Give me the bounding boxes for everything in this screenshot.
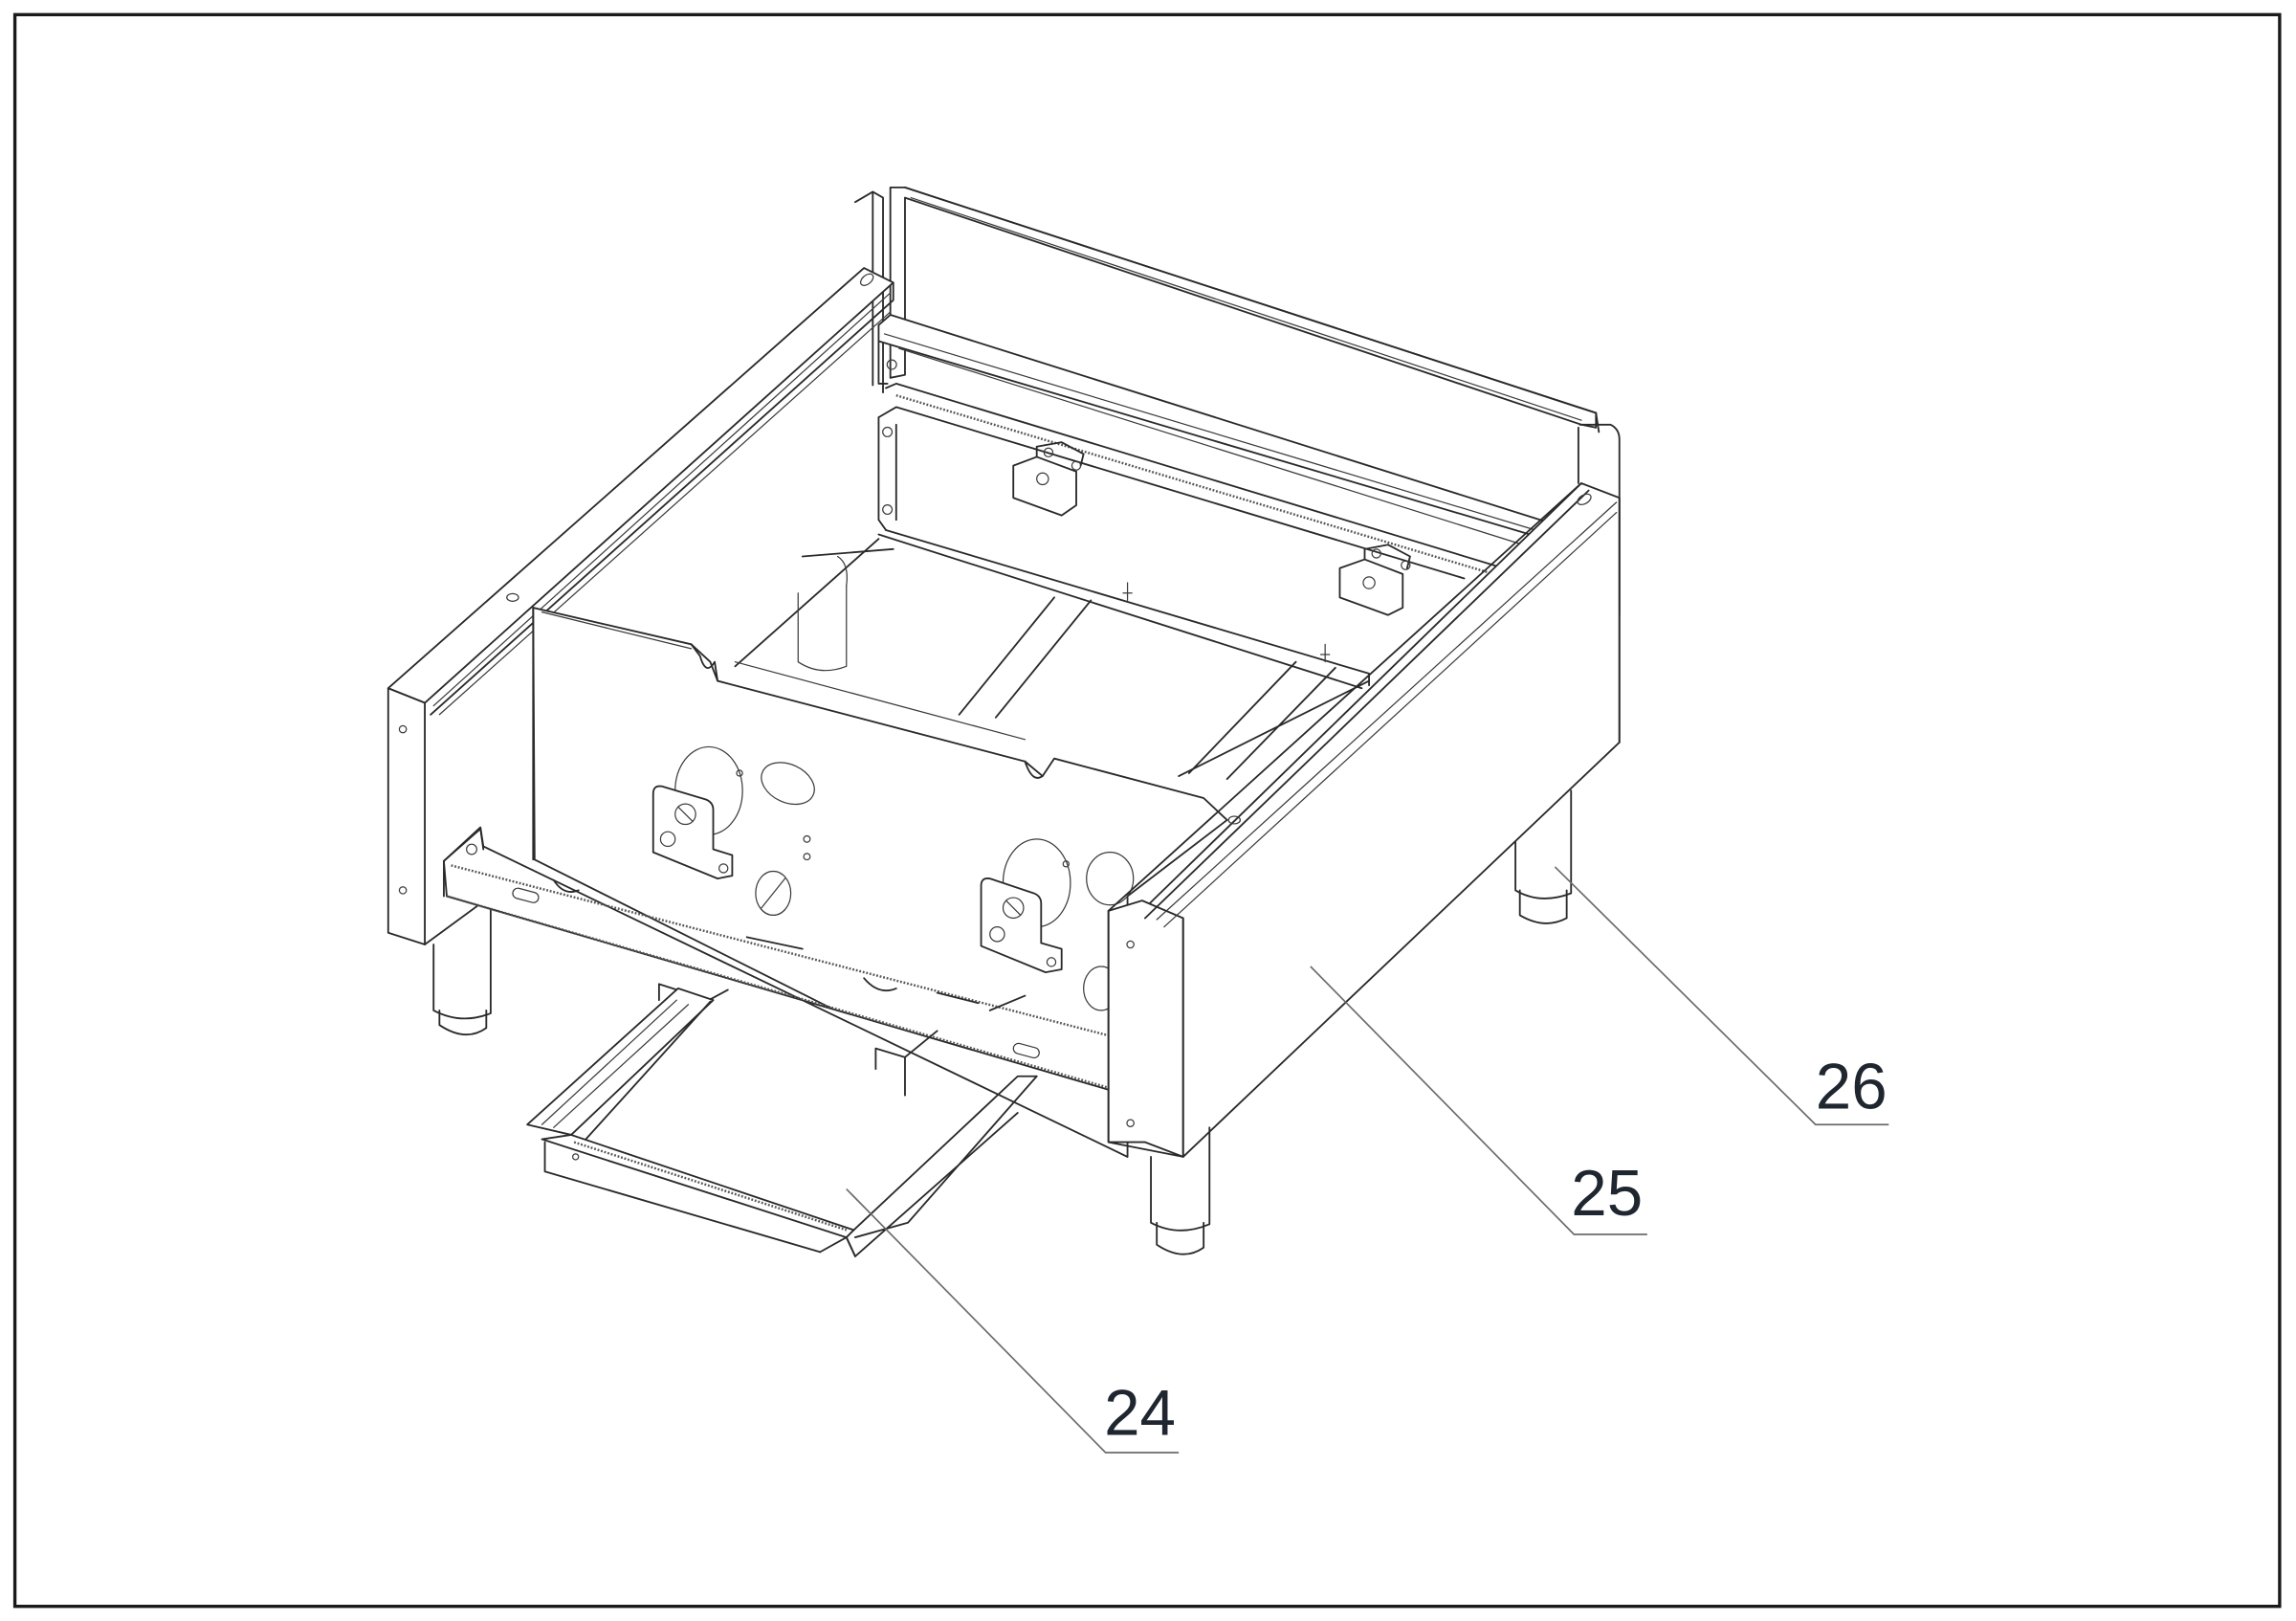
rear-left-leg	[797, 555, 848, 672]
slot-icon	[512, 887, 540, 903]
drip-tray	[526, 988, 1038, 1257]
slot-icon	[1012, 1042, 1040, 1059]
front-control-panel	[532, 607, 1228, 1158]
callout-label-25: 25	[1571, 1158, 1643, 1230]
round-cutout	[755, 870, 792, 917]
rear-upper-rail	[877, 314, 1546, 545]
callout-label-24: 24	[1104, 1378, 1176, 1450]
rear-bracket-left	[1012, 441, 1085, 517]
valve-mount-right	[980, 838, 1135, 1011]
screw-icon	[886, 359, 897, 370]
front-right-leg	[1150, 1126, 1211, 1255]
back-panel	[854, 186, 1621, 616]
screw-slot-icon	[1002, 897, 1025, 920]
screw-icon	[882, 504, 894, 516]
callout-label-26: 26	[1816, 1051, 1888, 1122]
screw-icon	[882, 426, 894, 437]
callout-24: 24	[846, 1188, 1180, 1454]
screw-slot-icon	[674, 803, 696, 826]
rear-bracket-right	[1338, 544, 1411, 616]
lower-front-rail	[443, 826, 1129, 1158]
sheet-border	[12, 12, 2282, 1609]
valve-mount-left	[651, 745, 815, 917]
callout-26: 26	[1554, 866, 1889, 1126]
left-end-panel	[386, 687, 492, 945]
floor-cross-members	[734, 538, 1370, 781]
oval-cutout	[761, 762, 815, 806]
callout-25: 25	[1310, 966, 1647, 1235]
right-side-panel	[1107, 482, 1621, 1158]
rear-right-leg	[1514, 789, 1573, 924]
front-left-leg	[432, 895, 492, 1036]
